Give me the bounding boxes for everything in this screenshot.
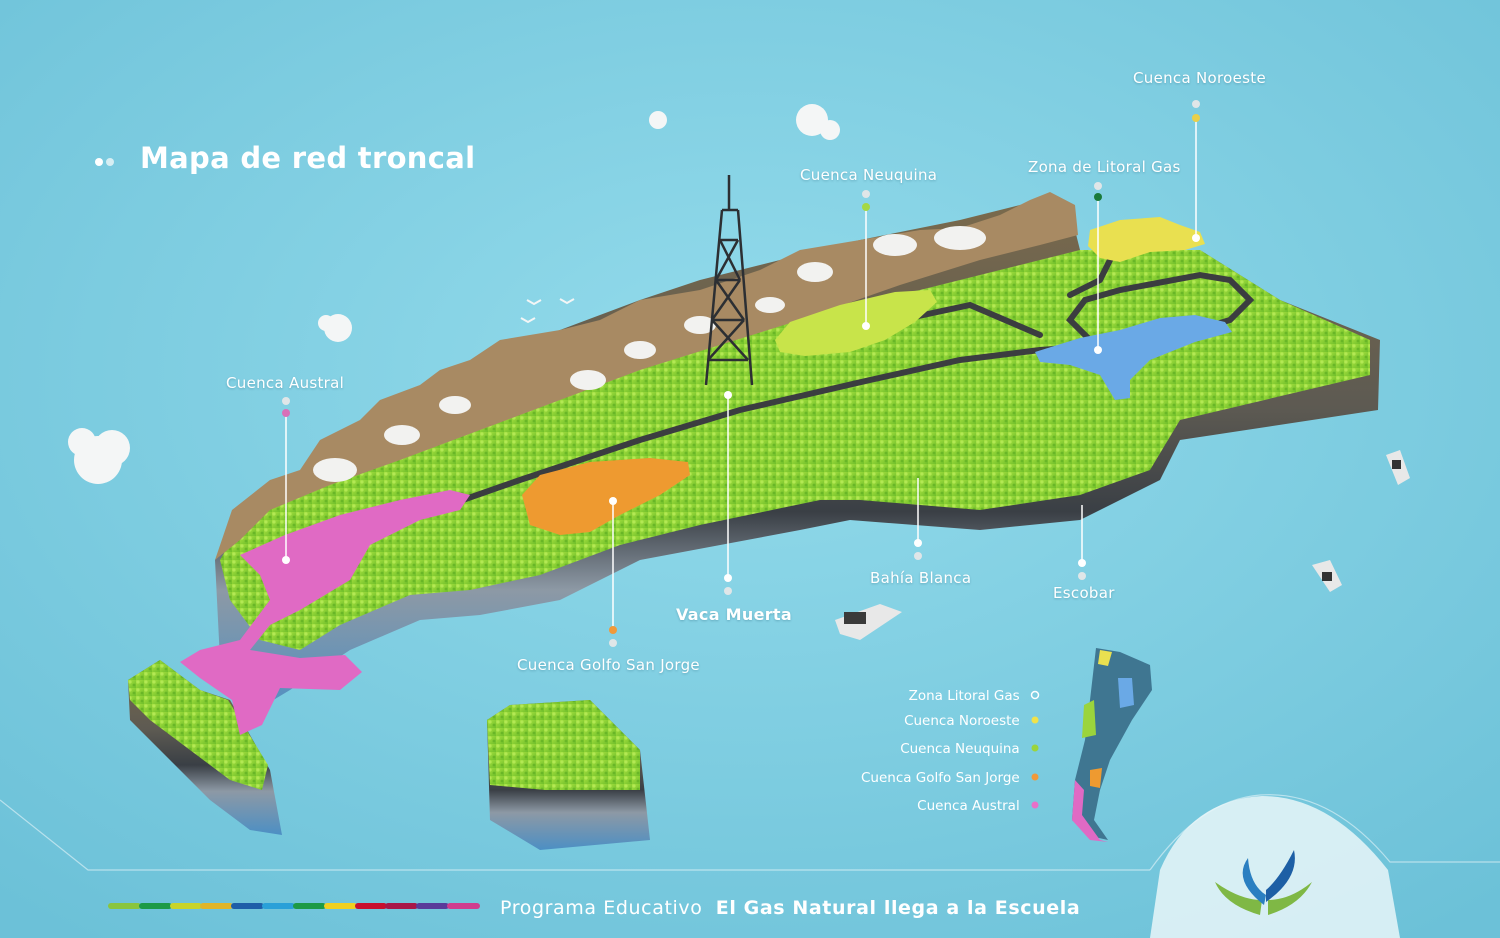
label-leaders (285, 118, 1197, 630)
footer-program-prefix: Programa Educativo (500, 897, 703, 919)
page-title: Mapa de red troncal (140, 141, 476, 175)
birds-icon (520, 298, 575, 324)
legend-item: Cuenca Neuquina (900, 741, 1042, 757)
title-dots-icon (94, 153, 122, 172)
label-vaca-muerta: Vaca Muerta (676, 605, 792, 624)
gas-pipeline-branch (897, 257, 1113, 338)
legend-label: Cuenca Austral (917, 798, 1020, 814)
basin-neuquina (775, 290, 937, 356)
color-stripe-segment (138, 903, 172, 909)
color-stripe-segment (416, 903, 450, 909)
basin-austral (180, 490, 470, 735)
mini-map (1072, 648, 1152, 842)
flame-logo-icon (1215, 850, 1312, 915)
label-escobar: Escobar (1053, 584, 1115, 602)
color-stripe-segment (447, 903, 480, 909)
basin-litoral (1035, 315, 1232, 400)
color-stripe-segment (108, 903, 141, 909)
basin-golfo-san-jorge (522, 458, 690, 535)
label-zona-litoral-gas: Zona de Litoral Gas (1028, 158, 1181, 176)
label-bahia-blanca: Bahía Blanca (870, 569, 972, 587)
label-cuenca-neuquina: Cuenca Neuquina (800, 166, 938, 184)
color-stripe-segment (354, 903, 388, 909)
small-island-grass (487, 700, 640, 790)
color-stripe-segment (385, 903, 419, 909)
legend-item: Cuenca Noroeste (904, 713, 1042, 729)
color-stripe-segment (231, 903, 265, 909)
footer-program: Programa Educativo El Gas Natural llega … (500, 897, 1080, 919)
color-stripe-segment (169, 903, 203, 909)
legend-label: Cuenca Golfo San Jorge (860, 770, 1020, 786)
label-cuenca-austral: Cuenca Austral (226, 374, 345, 392)
logo-card (1150, 796, 1400, 938)
color-stripe-segment (200, 903, 234, 909)
legend-item: Cuenca Golfo San Jorge (861, 770, 1042, 786)
label-cuenca-noroeste: Cuenca Noroeste (1133, 69, 1266, 87)
legend-label: Cuenca Noroeste (904, 713, 1020, 729)
cloud-icon (68, 104, 840, 484)
mountain-ridge (215, 192, 1078, 560)
label-dots (282, 100, 1200, 647)
boat-icon (835, 450, 1410, 640)
southern-island-grass (128, 660, 268, 790)
color-stripe-bar (108, 903, 480, 909)
color-stripe-segment (262, 903, 295, 909)
decorative-wave-line (0, 799, 1150, 871)
legend: Zona Litoral Gas Cuenca Noroeste Cuenca … (820, 688, 1042, 818)
legend-label: Cuenca Neuquina (900, 741, 1020, 757)
legend-label: Zona Litoral Gas (908, 688, 1020, 704)
legend-item: Cuenca Austral (917, 798, 1042, 814)
basin-noroeste (1088, 217, 1205, 262)
decorative-wave-line (1149, 794, 1500, 871)
oil-derrick-icon (704, 175, 754, 386)
legend-item: Zona Litoral Gas (909, 688, 1042, 704)
footer-program-name: El Gas Natural llega a la Escuela (715, 897, 1081, 919)
color-stripe-segment (292, 903, 326, 909)
label-cuenca-golfo-san-jorge: Cuenca Golfo San Jorge (517, 656, 700, 674)
color-stripe-segment (323, 903, 357, 909)
snow-caps (313, 226, 986, 482)
